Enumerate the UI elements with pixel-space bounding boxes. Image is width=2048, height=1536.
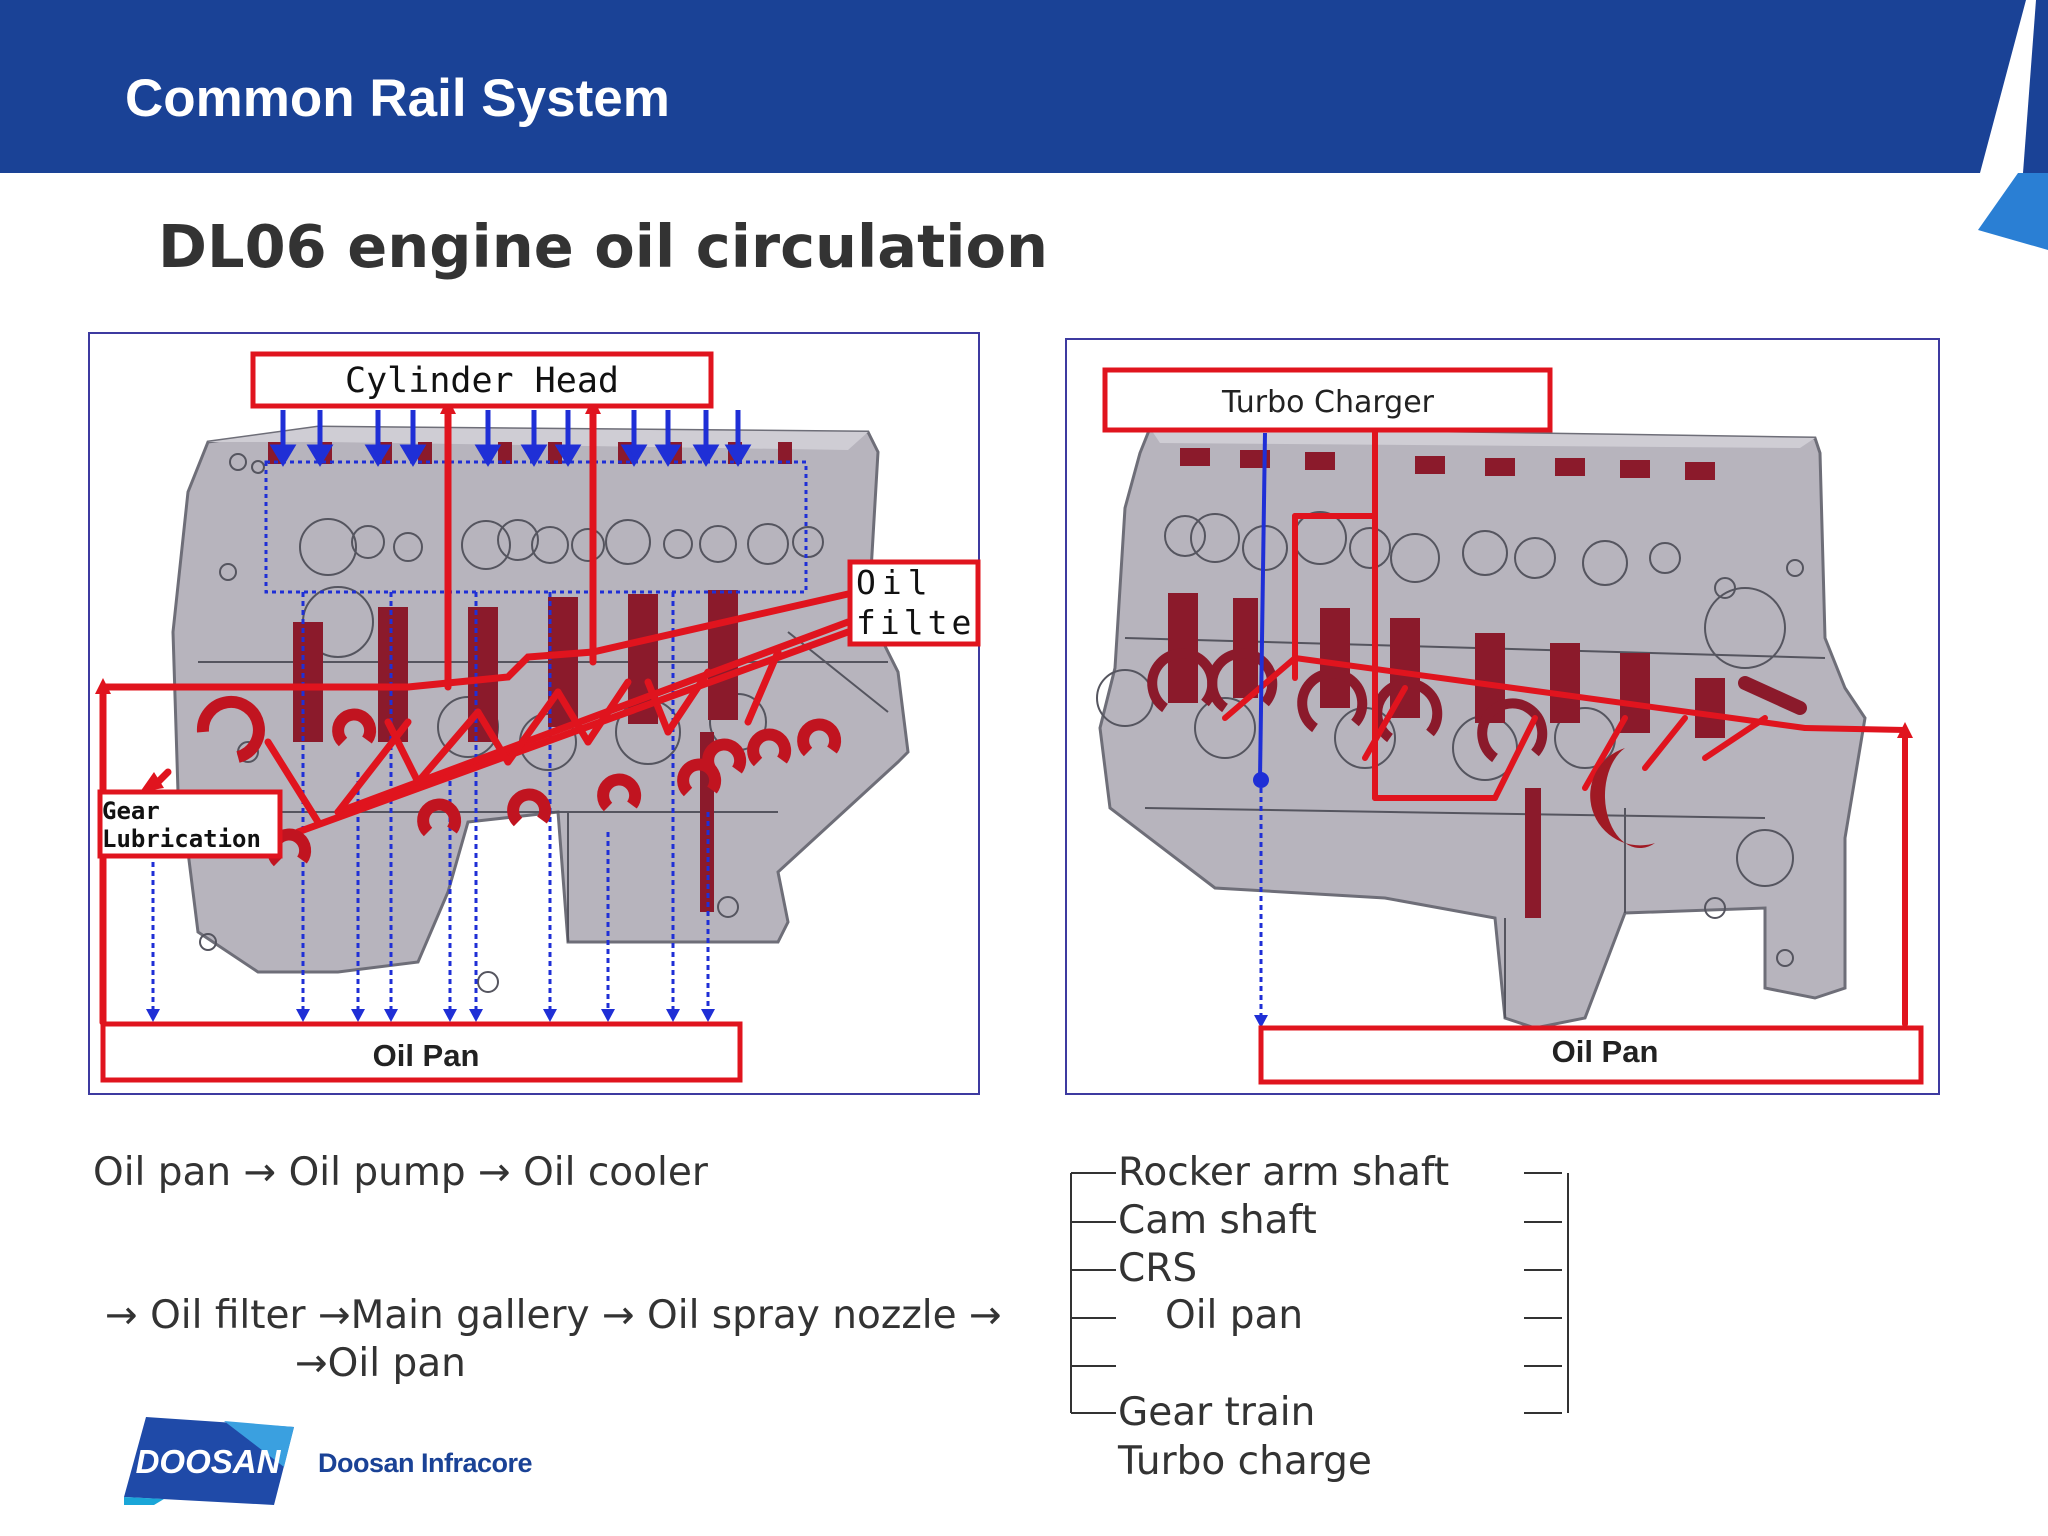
logo-brand-text: DOOSAN xyxy=(136,1443,282,1480)
turbo-charger-box xyxy=(1102,367,1553,433)
oil-filter-box xyxy=(847,559,981,647)
branch-bracket xyxy=(1070,1172,1116,1414)
doosan-logo: DOOSAN xyxy=(124,1417,294,1505)
lubrication-label: Lubrication xyxy=(102,825,261,853)
gear-label: Gear xyxy=(102,797,160,825)
oil-pan-label-left: Oil Pan xyxy=(373,1038,480,1073)
cylinder-head-label: Cylinder Head xyxy=(345,361,619,401)
oil-pan-box-right xyxy=(1258,1025,1924,1085)
corner-accent xyxy=(1978,0,2048,250)
turbo-charger-label: Turbo Charger xyxy=(1221,385,1435,420)
branch-rocker-arm-shaft: Rocker arm shaft xyxy=(1118,1150,1450,1195)
branch-return-bracket xyxy=(1524,1172,1569,1414)
header-bar xyxy=(0,0,2048,173)
flow-line-2: → Oil filter →Main gallery → Oil spray n… xyxy=(105,1293,1002,1338)
flow-line-1: Oil pan → Oil pump → Oil cooler xyxy=(93,1150,708,1195)
oil-pan-label-right: Oil Pan xyxy=(1552,1034,1659,1069)
cylinder-head-box xyxy=(250,351,714,409)
right-engine-diagram: Turbo Charger Oil Pan xyxy=(1065,338,1940,1095)
gear-lubrication-box xyxy=(97,789,283,859)
branch-turbo-charge: Turbo charge xyxy=(1118,1439,1372,1484)
oil-filter-label-2: filter xyxy=(856,603,981,642)
oil-filter-label-1: Oil xyxy=(856,563,934,602)
branch-gear-train: Gear train xyxy=(1118,1390,1316,1435)
company-name: Doosan Infracore xyxy=(318,1448,533,1478)
flow-line-3: →Oil pan xyxy=(295,1341,466,1386)
branch-cam-shaft: Cam shaft xyxy=(1118,1198,1317,1243)
branch-oil-pan: Oil pan xyxy=(1165,1293,1304,1338)
slide-subtitle: DL06 engine oil circulation xyxy=(158,212,1049,281)
slide-title: Common Rail System xyxy=(125,69,670,128)
oil-pan-box-left xyxy=(100,1021,743,1083)
branch-crs: CRS xyxy=(1118,1246,1198,1291)
left-engine-diagram: Cylinder Head Oil filter Gear Lubricatio… xyxy=(88,332,981,1095)
